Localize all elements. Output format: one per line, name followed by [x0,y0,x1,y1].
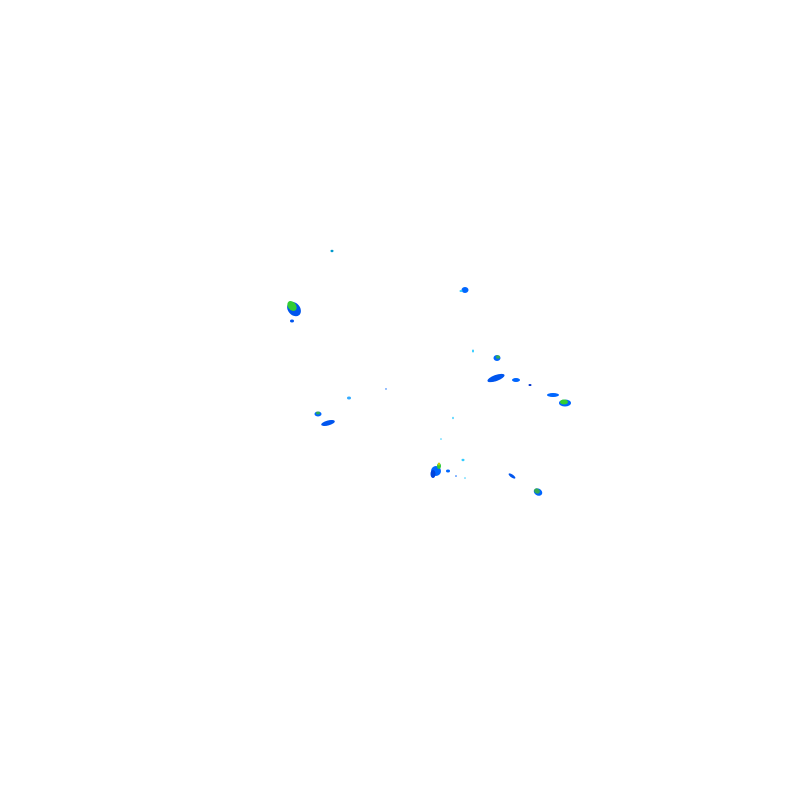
echo-cell [547,393,571,407]
echo-cell [330,249,334,253]
echo-cell [487,373,532,386]
echo-cell [508,473,543,496]
echo-cell [472,349,501,361]
echo-cell [459,287,469,293]
echo-cell [287,301,301,323]
echo-cell [314,388,387,427]
echo-cell [430,416,466,479]
